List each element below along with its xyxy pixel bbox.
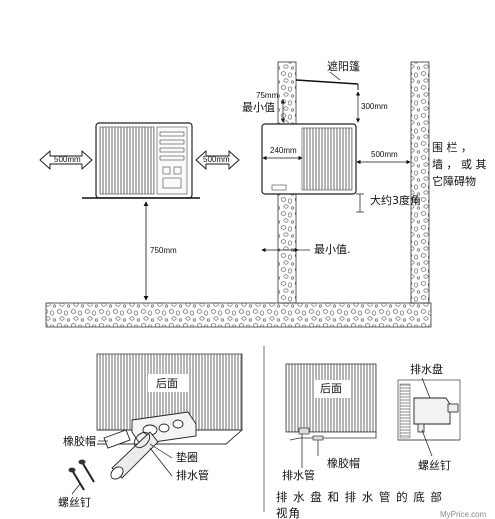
drain-pan-detail — [397, 379, 461, 441]
screw-label-right: 螺丝钉 — [418, 459, 451, 472]
caption-line1: 排 水 盘 和 排 水 管 的 底 部 — [276, 490, 443, 504]
watermark: MyPrice.com — [440, 510, 487, 519]
rear-panel-right — [285, 363, 377, 441]
top-gap-min-label: 最小值 — [242, 101, 275, 114]
awning-leader — [329, 71, 341, 81]
awning-label: 遮阳篷 — [327, 60, 360, 73]
tilt-label: 大约3度角 — [370, 194, 421, 207]
tilt-marker — [356, 193, 364, 213]
rubber-cap-label-right: 橡胶帽 — [327, 457, 360, 470]
leader-screw-right — [421, 429, 433, 457]
leader-screw-left — [71, 483, 81, 495]
obstacle-label-line2: 墙 ， 或 其 — [432, 158, 487, 171]
drain-pan-label: 排水盘 — [410, 363, 443, 376]
screw-1 — [68, 467, 85, 491]
screw-label-left: 螺丝钉 — [58, 496, 91, 509]
rear-label-left: 后面 — [156, 377, 178, 390]
rubber-cap-label-left: 橡胶帽 — [63, 435, 96, 448]
left-clearance-arrow — [39, 149, 93, 171]
drain-pipe-label-right: 排水管 — [282, 469, 315, 482]
leader-drain-pipe-left — [149, 447, 173, 477]
obstacle-label-line1: 围 栏 ， — [432, 141, 472, 154]
wall-min-label: 最小值. — [314, 243, 351, 256]
rear-label-right: 后面 — [320, 382, 342, 395]
right-clearance-arrow — [195, 149, 240, 171]
rear-panel-left — [96, 353, 244, 445]
right-wall — [410, 61, 430, 304]
bottom-height-label: 750mm — [150, 246, 177, 255]
top-gap-value-label: 75mm — [256, 91, 279, 100]
awning-bar — [295, 79, 359, 90]
screw-2 — [78, 459, 95, 483]
leader-gasket — [149, 443, 173, 459]
awning-height-label: 300mm — [361, 102, 388, 111]
right-clearance-label: 500mm — [203, 155, 230, 164]
gasket-label: 垫圈 — [176, 451, 198, 464]
side-clearance-label: 500mm — [371, 150, 398, 159]
caption-line2: 视角 — [276, 506, 301, 519]
ac-unit-front — [82, 122, 200, 199]
unit-depth-label: 240mm — [270, 146, 297, 155]
left-clearance-label: 500mm — [54, 155, 81, 164]
leader-drain-pan — [421, 377, 431, 399]
ac-unit-side — [261, 123, 357, 195]
drain-pipe-label-left: 排水管 — [176, 469, 209, 482]
drain-pipe-assembly — [103, 411, 197, 480]
obstacle-label-line3: 它障碍物 — [432, 175, 476, 188]
floor-slab — [45, 302, 432, 328]
